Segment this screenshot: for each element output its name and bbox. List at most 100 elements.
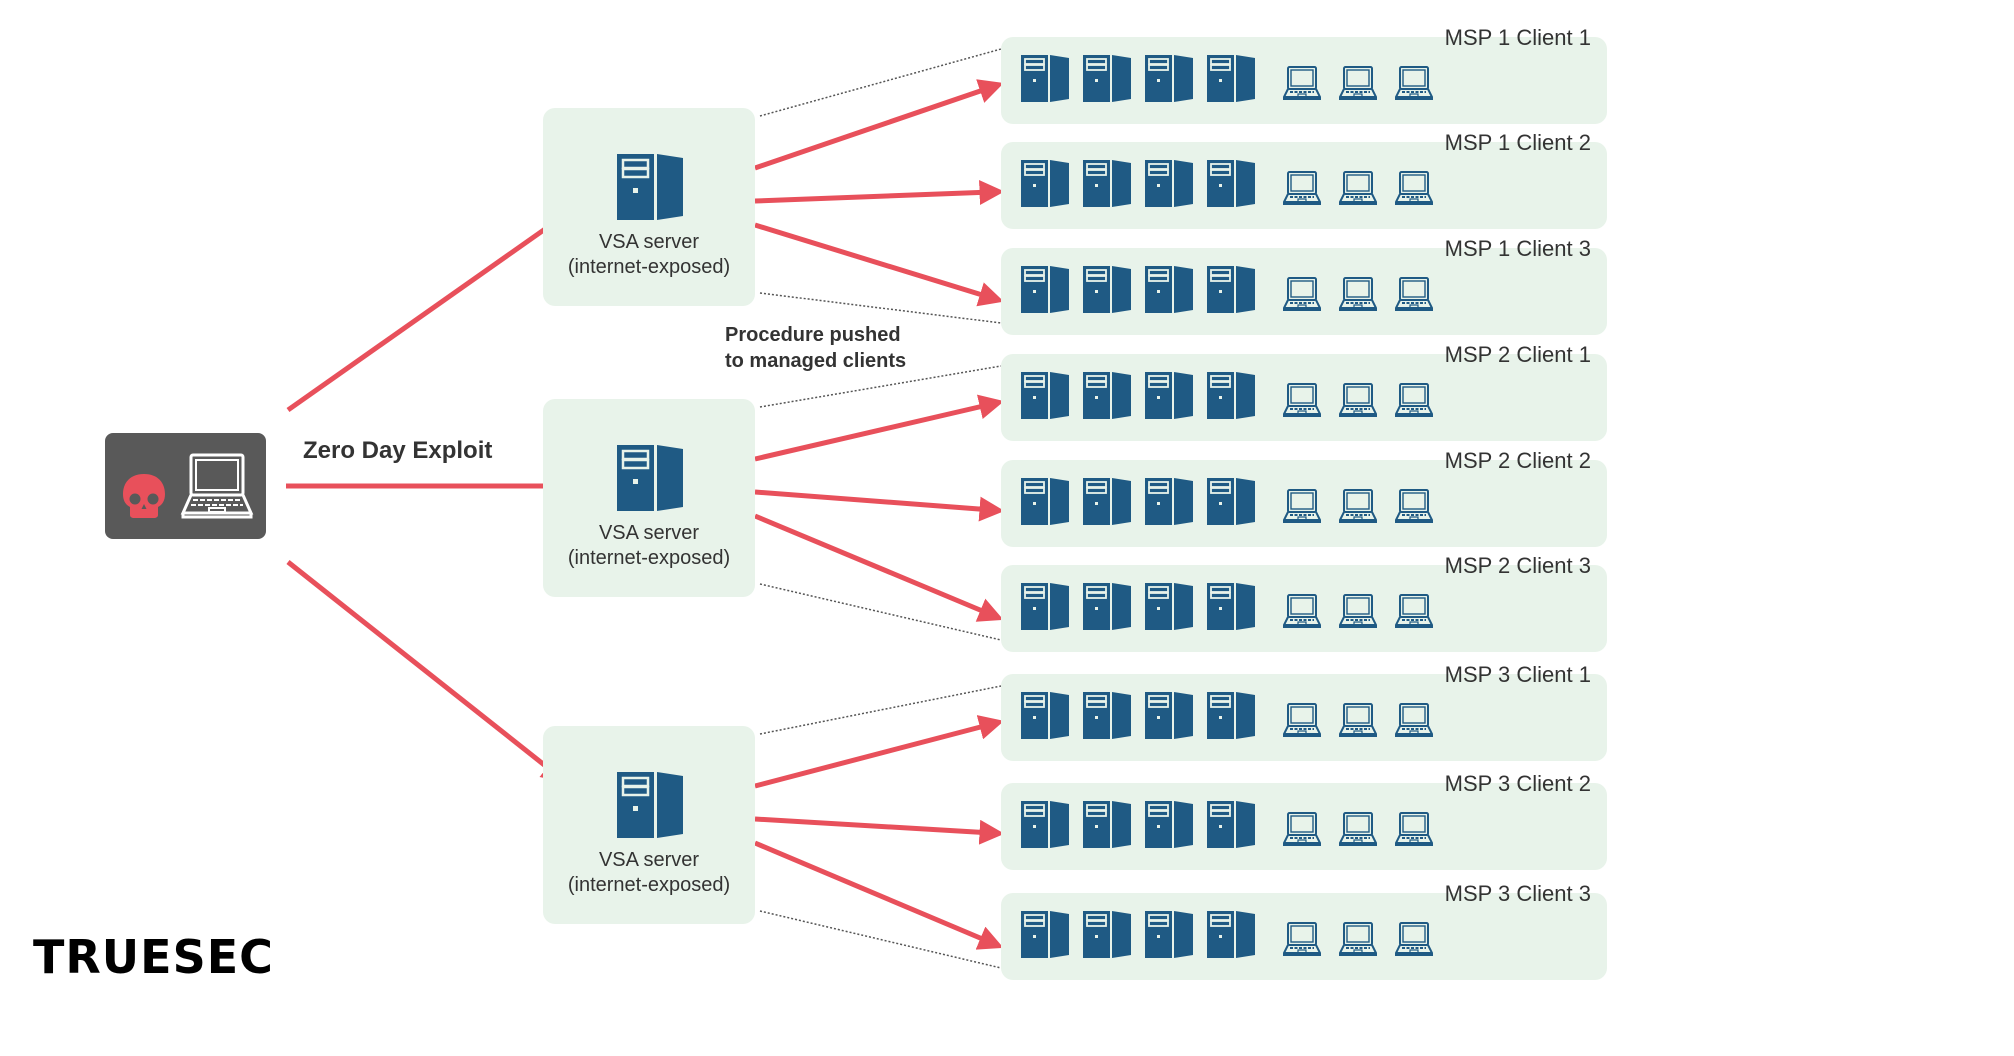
vsa-server-icon: [617, 772, 683, 838]
server-icon: [1021, 372, 1069, 419]
client-network-box: MSP 1 Client 3: [1001, 236, 1607, 335]
push-arrow: [754, 816, 1005, 845]
push-arrow: [754, 222, 1004, 307]
client-network-box: MSP 3 Client 1: [1001, 662, 1607, 761]
server-icon: [1145, 801, 1193, 848]
push-arrow: [754, 489, 1005, 522]
attacker-box: [105, 433, 266, 539]
zero-day-exploit-label: Zero Day Exploit: [303, 437, 493, 464]
bracket-line: [759, 910, 1002, 969]
client-network-box: MSP 1 Client 2: [1001, 130, 1607, 229]
client-title: MSP 1 Client 2: [1444, 130, 1591, 155]
client-network-box: MSP 3 Client 2: [1001, 771, 1607, 870]
laptop-icon: [1395, 489, 1433, 523]
laptop-icon: [1339, 812, 1377, 846]
server-icon: [1207, 266, 1255, 313]
server-icon: [1145, 911, 1193, 958]
client-laptops: [1283, 488, 1433, 524]
client-network-box: MSP 2 Client 1: [1001, 342, 1607, 441]
push-arrow: [754, 179, 1005, 205]
server-icon: [1145, 478, 1193, 525]
vsa-label-line-1: VSA server: [598, 522, 700, 544]
laptop-icon: [1395, 171, 1433, 205]
laptop-icon: [1395, 383, 1433, 417]
client-title: MSP 2 Client 1: [1444, 342, 1591, 367]
laptop-icon: [1283, 594, 1321, 628]
laptop-icon: [1395, 812, 1433, 846]
laptop-icon: [1283, 812, 1321, 846]
client-title: MSP 1 Client 3: [1444, 236, 1591, 261]
bracket-line: [759, 365, 1002, 408]
laptop-icon: [1395, 703, 1433, 737]
client-title: MSP 3 Client 3: [1444, 881, 1591, 906]
server-icon: [1207, 160, 1255, 207]
server-icon: [1207, 372, 1255, 419]
server-icon: [1021, 55, 1069, 102]
client-servers: [1021, 583, 1255, 630]
client-laptops: [1283, 811, 1433, 847]
vsa-label-line-2: (internet-exposed): [567, 256, 731, 278]
server-icon: [1021, 160, 1069, 207]
server-icon: [1083, 692, 1131, 739]
client-title: MSP 3 Client 1: [1444, 662, 1591, 687]
server-icon: [1083, 801, 1131, 848]
laptop-icon: [1283, 489, 1321, 523]
vsa-server-box: VSA server (internet-exposed): [543, 726, 755, 924]
laptop-icon: [1395, 922, 1433, 956]
client-laptops: [1283, 702, 1433, 738]
client-servers: [1021, 55, 1255, 102]
client-servers: [1021, 372, 1255, 419]
client-servers: [1021, 692, 1255, 739]
server-icon: [1083, 911, 1131, 958]
server-icon: [1083, 160, 1131, 207]
client-network-box: MSP 2 Client 2: [1001, 448, 1607, 547]
laptop-icon: [1283, 171, 1321, 205]
laptop-icon: [180, 453, 254, 519]
laptop-icon: [1339, 383, 1377, 417]
server-icon: [1145, 372, 1193, 419]
push-arrow: [754, 513, 1004, 622]
server-icon: [1083, 266, 1131, 313]
push-arrow: [754, 840, 1004, 950]
bracket-line: [759, 292, 1002, 324]
truesec-logo: TRUESEC: [33, 930, 274, 984]
server-icon: [1207, 692, 1255, 739]
client-title: MSP 2 Client 2: [1444, 448, 1591, 473]
server-icon: [1021, 801, 1069, 848]
vsa-label-line-1: VSA server: [598, 849, 700, 871]
server-icon: [1083, 55, 1131, 102]
client-laptops: [1283, 593, 1433, 629]
client-network-box: MSP 1 Client 1: [1001, 25, 1607, 124]
server-icon: [1145, 692, 1193, 739]
vsa-server-box: VSA server (internet-exposed): [543, 108, 755, 306]
bracket-line: [759, 583, 1002, 641]
client-laptops: [1283, 921, 1433, 957]
server-icon: [1083, 583, 1131, 630]
laptop-icon: [1283, 277, 1321, 311]
vsa-server-label: VSA server (internet-exposed): [543, 848, 755, 898]
server-icon: [1083, 478, 1131, 525]
vsa-label-line-1: VSA server: [598, 231, 700, 253]
client-title: MSP 1 Client 1: [1444, 25, 1591, 50]
laptop-icon: [1395, 594, 1433, 628]
vsa-server-icon: [617, 154, 683, 220]
laptop-icon: [1339, 66, 1377, 100]
client-servers: [1021, 801, 1255, 848]
laptop-icon: [1283, 922, 1321, 956]
client-title: MSP 3 Client 2: [1444, 771, 1591, 796]
client-network-box: MSP 3 Client 3: [1001, 881, 1607, 980]
server-icon: [1207, 55, 1255, 102]
laptop-icon: [1283, 703, 1321, 737]
client-servers: [1021, 266, 1255, 313]
client-laptops: [1283, 65, 1433, 101]
laptop-icon: [1395, 277, 1433, 311]
bracket-line: [759, 685, 1002, 735]
push-arrow: [754, 394, 1005, 462]
laptop-icon: [1339, 703, 1377, 737]
server-icon: [1021, 911, 1069, 958]
server-icon: [1207, 801, 1255, 848]
vsa-server-box: VSA server (internet-exposed): [543, 399, 755, 597]
skull-icon: [123, 474, 165, 518]
server-icon: [1021, 583, 1069, 630]
